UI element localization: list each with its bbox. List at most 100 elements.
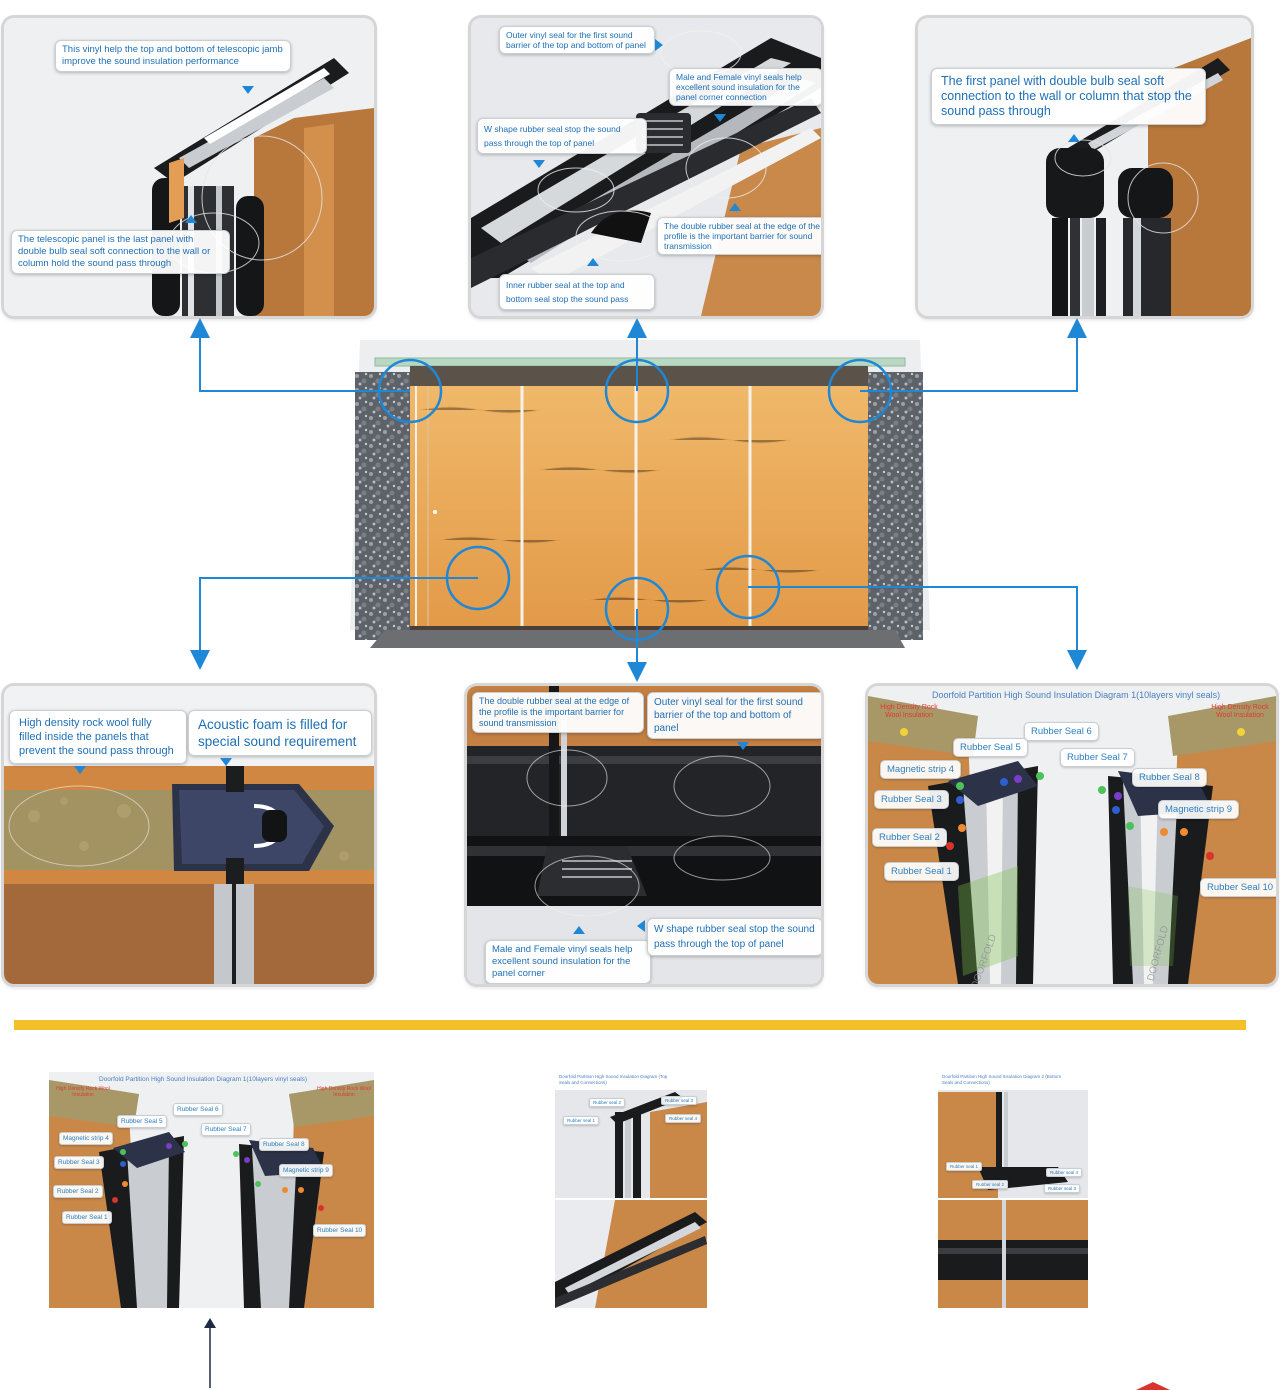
connector-top-left bbox=[190, 318, 410, 392]
connector-top-right bbox=[860, 318, 1087, 392]
thumb-seal-4: Magnetic strip 4 bbox=[59, 1132, 113, 1145]
dot-purple bbox=[1014, 775, 1022, 783]
thumb-seal-8: Rubber Seal 8 bbox=[259, 1138, 309, 1151]
dot-orange bbox=[1180, 828, 1188, 836]
callout-arrow bbox=[737, 742, 749, 750]
dot-purple bbox=[1114, 792, 1122, 800]
dot-orange bbox=[958, 824, 966, 832]
thumbnail-2-title: Doorfold Partition High Sound Insulation… bbox=[559, 1074, 668, 1085]
seal-label-10: Rubber Seal 10 bbox=[1200, 878, 1276, 897]
seal-label-8: Rubber Seal 8 bbox=[1132, 768, 1207, 787]
callout-w-shape-bottom: W shape rubber seal stop the sound pass … bbox=[647, 918, 821, 956]
dot-red bbox=[946, 842, 954, 850]
panel-insulation-diagram: Doorfold Partition High Sound Insulation… bbox=[868, 686, 1276, 984]
thumb2-seal-4: Rubber seal 4 bbox=[665, 1114, 702, 1123]
bottom-up-arrow bbox=[204, 1318, 216, 1388]
callout-outer-vinyl: Outer vinyl seal for the first sound bar… bbox=[499, 26, 655, 54]
seal-label-5: Rubber Seal 5 bbox=[953, 738, 1028, 757]
thumbnail-1-render bbox=[49, 1072, 374, 1308]
corner-logo-mark bbox=[1136, 1382, 1170, 1390]
panel-first-panel: The first panel with double bulb seal so… bbox=[918, 18, 1251, 316]
thumbnail-3-title: Doorfold Partition High Sound Insulation… bbox=[942, 1074, 1062, 1085]
thumbnail-1-title: Doorfold Partition High Sound Insulation… bbox=[99, 1076, 308, 1083]
dot-green bbox=[956, 782, 964, 790]
dot-blue bbox=[1112, 806, 1120, 814]
dot-red bbox=[1206, 852, 1214, 860]
seal-dots bbox=[900, 728, 1245, 860]
callout-telescopic-panel: The telescopic panel is the last panel w… bbox=[11, 230, 230, 274]
thumbnail-bottom-seals[interactable]: Doorfold Partition High Sound Insulation… bbox=[938, 1072, 1088, 1308]
thumbnail-1-rock-right: High Density Rock Wool Insulation bbox=[317, 1086, 371, 1098]
thumb-seal-7: Rubber Seal 7 bbox=[201, 1123, 251, 1136]
dot-blue bbox=[956, 796, 964, 804]
thumbnail-top-seals[interactable]: Doorfold Partition High Sound Insulation… bbox=[555, 1072, 707, 1308]
thumb-seal-2: Rubber Seal 2 bbox=[53, 1185, 103, 1198]
panel-telescopic-jamb: This vinyl help the top and bottom of te… bbox=[4, 18, 374, 316]
seal-label-9: Magnetic strip 9 bbox=[1158, 800, 1240, 819]
callout-w-shape: W shape rubber seal stop the sound pass … bbox=[477, 118, 647, 154]
seal-label-2: Rubber Seal 2 bbox=[872, 828, 947, 847]
thumb-seal-3: Rubber Seal 3 bbox=[54, 1156, 104, 1169]
thumb2-seal-3: Rubber seal 3 bbox=[661, 1096, 698, 1105]
callout-arrow bbox=[533, 160, 545, 168]
callout-inner-rubber: Inner rubber seal at the top and bottom … bbox=[499, 274, 655, 310]
dot-yellow bbox=[1237, 728, 1245, 736]
callout-arrow bbox=[220, 758, 232, 766]
thumb3-seal-1: Rubber seal 1 bbox=[946, 1162, 983, 1171]
thumb-seal-1: Rubber Seal 1 bbox=[62, 1211, 112, 1224]
panel-rock-wool: High density rock wool fully filled insi… bbox=[4, 686, 374, 984]
callout-arrow bbox=[242, 86, 254, 94]
connector-bottom-right bbox=[748, 586, 1087, 670]
thumb-seal-5: Rubber Seal 5 bbox=[117, 1115, 167, 1128]
focus-circle-bottom-right[interactable] bbox=[715, 554, 781, 620]
seal-label-3: Rubber Seal 3 bbox=[874, 790, 949, 809]
callout-arrow bbox=[74, 766, 86, 774]
focus-circle-top-left[interactable] bbox=[377, 358, 443, 424]
dot-green bbox=[1126, 822, 1134, 830]
callout-telescopic-vinyl: This vinyl help the top and bottom of te… bbox=[55, 40, 291, 72]
thumb3-seal-4: Rubber seal 4 bbox=[1046, 1168, 1083, 1177]
panel-bottom-seals: The double rubber seal at the edge of th… bbox=[467, 686, 821, 984]
callout-outer-vinyl-bottom: Outer vinyl seal for the first sound bar… bbox=[647, 692, 821, 739]
thumb-seal-10: Rubber Seal 10 bbox=[313, 1224, 367, 1237]
connector-bottom-left bbox=[190, 577, 478, 670]
thumb3-seal-3: Rubber seal 3 bbox=[1044, 1184, 1081, 1193]
callout-acoustic-foam: Acoustic foam is filled for special soun… bbox=[188, 710, 372, 756]
thumbnail-1-rock-left: High Density Rock Wool Insulation bbox=[56, 1086, 110, 1098]
thumb2-seal-2: Rubber seal 2 bbox=[589, 1098, 626, 1107]
dot-orange bbox=[1160, 828, 1168, 836]
diagram-title: Doorfold Partition High Sound Insulation… bbox=[932, 690, 1221, 700]
callout-double-rubber-edge: The double rubber seal at the edge of th… bbox=[472, 692, 644, 733]
panel-top-seals: Outer vinyl seal for the first sound bar… bbox=[471, 18, 821, 316]
rock-wool-label-left: High Density Rock Wool Insulation bbox=[880, 704, 938, 719]
callout-male-female: Male and Female vinyl seals help excelle… bbox=[669, 68, 821, 106]
rock-wool-label-right: High Density Rock Wool Insulation bbox=[1211, 704, 1269, 719]
callout-rock-wool: High density rock wool fully filled insi… bbox=[9, 710, 187, 764]
focus-circle-top-center[interactable] bbox=[604, 358, 670, 424]
section-divider bbox=[14, 1020, 1246, 1030]
thumb-seal-9: Magnetic strip 9 bbox=[279, 1164, 333, 1177]
callout-double-rubber: The double rubber seal at the edge of th… bbox=[657, 217, 821, 255]
dot-green bbox=[1098, 786, 1106, 794]
thumb-seal-6: Rubber Seal 6 bbox=[173, 1103, 223, 1116]
focus-circle-top-right[interactable] bbox=[827, 358, 893, 424]
dot-green bbox=[1036, 772, 1044, 780]
thumb2-seal-1: Rubber seal 1 bbox=[563, 1116, 600, 1125]
callout-arrow bbox=[714, 114, 726, 122]
seal-label-4: Magnetic strip 4 bbox=[880, 760, 962, 779]
callout-arrow bbox=[655, 39, 663, 51]
thumbnail-2-render bbox=[555, 1090, 707, 1308]
focus-circle-bottom-center[interactable] bbox=[604, 576, 670, 642]
seal-label-1: Rubber Seal 1 bbox=[884, 862, 959, 881]
thumbnail-insulation-diagram[interactable]: Doorfold Partition High Sound Insulation… bbox=[49, 1072, 374, 1308]
seal-label-7: Rubber Seal 7 bbox=[1060, 748, 1135, 767]
callout-male-female-bottom: Male and Female vinyl seals help excelle… bbox=[485, 940, 651, 984]
seal-label-6: Rubber Seal 6 bbox=[1024, 722, 1099, 741]
dot-blue bbox=[1000, 778, 1008, 786]
thumbnail-3-render bbox=[938, 1090, 1088, 1308]
dot-yellow bbox=[900, 728, 908, 736]
focus-circle-bottom-left[interactable] bbox=[445, 545, 511, 611]
thumb3-seal-2: Rubber seal 2 bbox=[972, 1180, 1009, 1189]
callout-first-panel: The first panel with double bulb seal so… bbox=[931, 68, 1206, 125]
